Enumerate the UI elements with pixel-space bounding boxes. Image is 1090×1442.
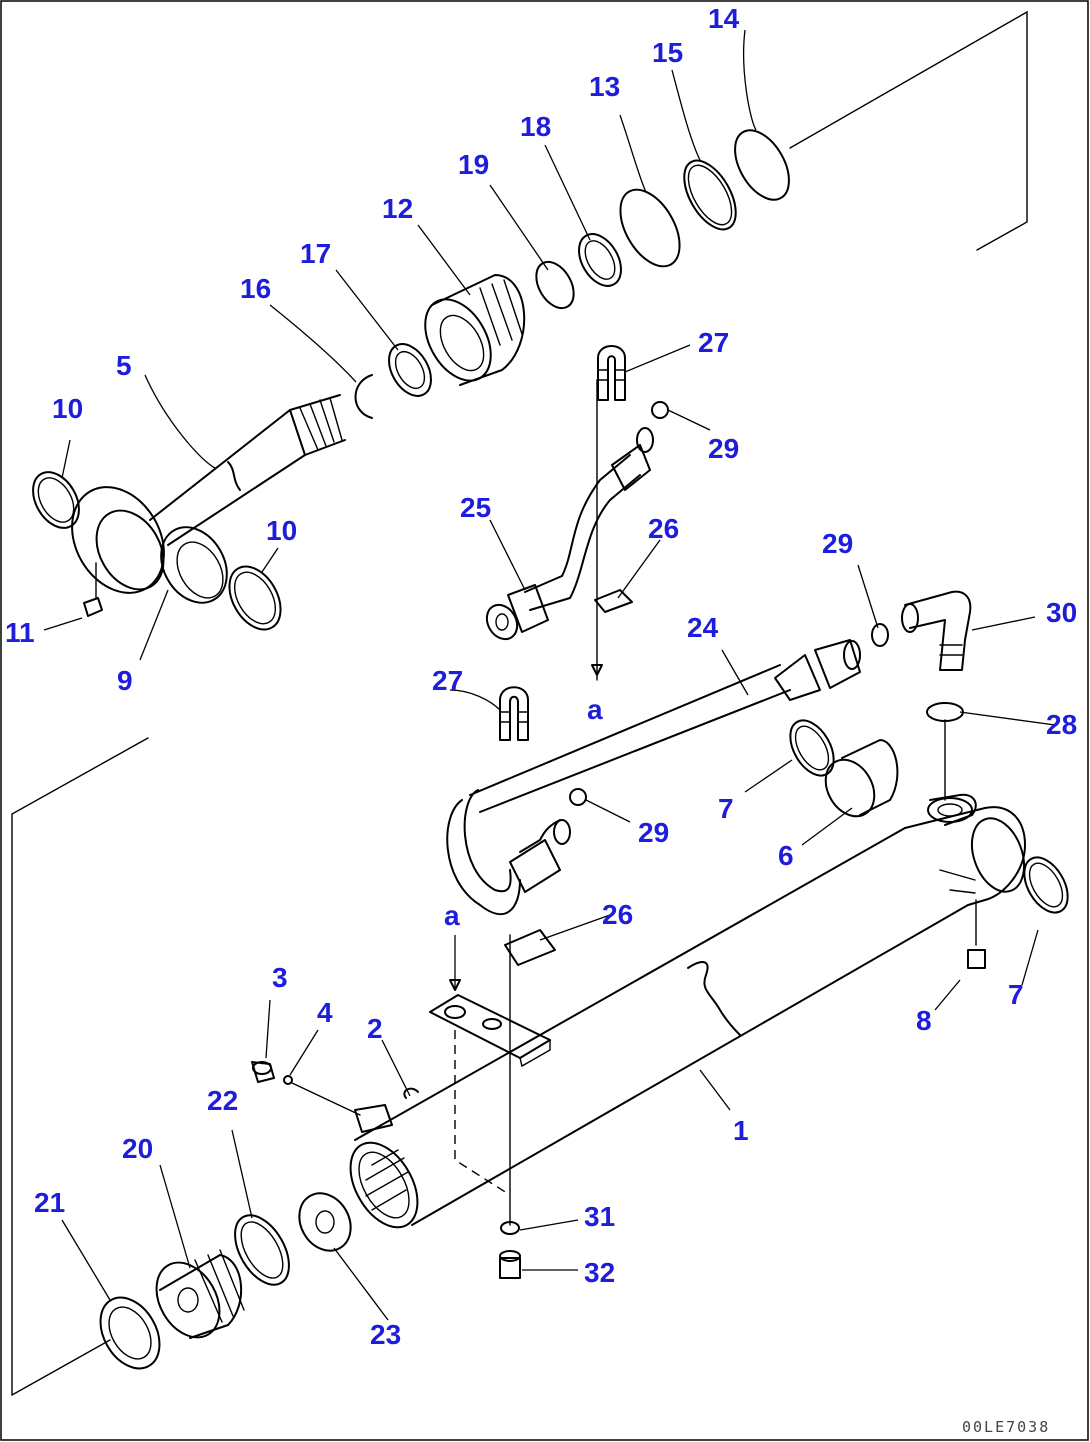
callout-21: 21 <box>34 1187 65 1218</box>
callout-8: 8 <box>916 1005 932 1036</box>
callout-32: 32 <box>584 1257 615 1288</box>
callout-30: 30 <box>1046 597 1077 628</box>
callout-9: 9 <box>117 665 133 696</box>
reference-mark-a-lower: a <box>444 900 460 931</box>
callout-4: 4 <box>317 997 333 1028</box>
rod-head-components <box>354 129 790 419</box>
callout-1: 1 <box>733 1115 749 1146</box>
callout-25: 25 <box>460 492 491 523</box>
callout-10-lower: 10 <box>266 515 297 546</box>
hose-tube-lower <box>446 639 861 966</box>
callout-20: 20 <box>122 1133 153 1164</box>
reference-mark-a-upper: a <box>587 694 603 725</box>
callout-31: 31 <box>584 1201 615 1232</box>
callout-29-upper: 29 <box>708 433 739 464</box>
callout-11: 11 <box>5 617 35 648</box>
bolt-guide <box>454 934 521 1279</box>
callout-28: 28 <box>1046 709 1077 740</box>
callout-2: 2 <box>367 1013 383 1044</box>
callout-26-lower: 26 <box>602 899 633 930</box>
callout-16: 16 <box>240 273 271 304</box>
grease-fitting-assembly <box>251 1061 419 1133</box>
cylinder-tube <box>349 793 1026 1229</box>
callout-12: 12 <box>382 193 413 224</box>
callout-17: 17 <box>300 238 331 269</box>
callout-7-lower: 7 <box>1008 979 1024 1010</box>
callout-10-upper: 10 <box>52 393 83 424</box>
callout-5: 5 <box>116 350 132 381</box>
projection-guides <box>11 10 1028 1396</box>
piston-rod <box>71 394 346 594</box>
callout-22: 22 <box>207 1085 238 1116</box>
piston-stack <box>99 1192 352 1370</box>
callout-29-middle: 29 <box>822 528 853 559</box>
callout-29-lower: 29 <box>638 817 669 848</box>
callout-18: 18 <box>520 111 551 142</box>
callout-24: 24 <box>687 612 719 643</box>
callout-27-lower: 27 <box>432 665 463 696</box>
callout-13: 13 <box>589 71 620 102</box>
callout-6: 6 <box>778 840 794 871</box>
callout-27-upper: 27 <box>698 327 729 358</box>
rod-end-bushing-and-seals <box>32 471 282 631</box>
callout-26-upper: 26 <box>648 513 679 544</box>
leader-lines <box>43 29 1056 1321</box>
mounting-bracket <box>429 994 551 1068</box>
callout-3: 3 <box>272 962 288 993</box>
elbow-fitting <box>871 590 972 801</box>
callout-7-upper: 7 <box>718 793 734 824</box>
drawing-code: 00LE7038 <box>962 1418 1050 1436</box>
callout-14: 14 <box>708 3 740 34</box>
callout-15: 15 <box>652 37 683 68</box>
callout-23: 23 <box>370 1319 401 1350</box>
callout-labels: 1 2 3 4 5 6 7 7 8 9 10 10 11 12 13 14 15… <box>5 3 1077 1350</box>
callout-19: 19 <box>458 149 489 180</box>
hose-tube-upper <box>485 345 669 681</box>
head-end-bushing-and-seals <box>789 719 1069 969</box>
